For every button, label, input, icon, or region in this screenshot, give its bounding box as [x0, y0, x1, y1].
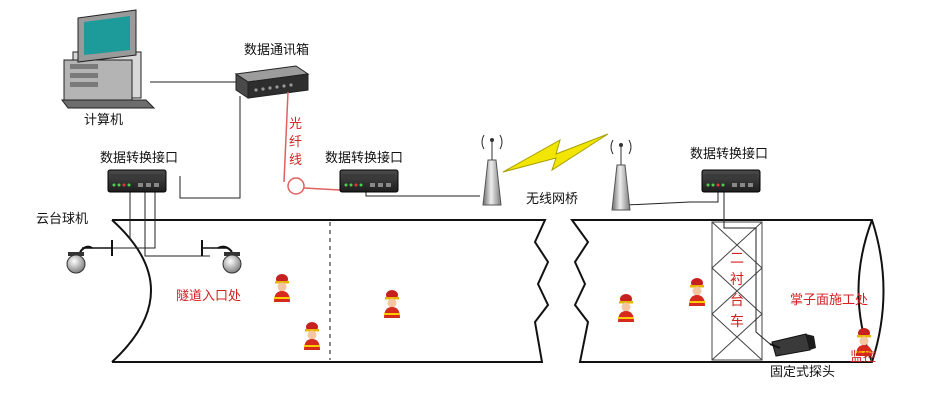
converter-2-label: 数据转换接口	[325, 150, 403, 166]
lightning-icon	[502, 133, 609, 173]
tunnel-right-segment	[570, 219, 885, 363]
worker-icon	[304, 322, 320, 350]
wireless-tower-left	[481, 134, 503, 206]
ptz-camera-left	[66, 240, 113, 274]
wireless-bridge-label: 无线网桥	[526, 192, 578, 207]
worker-icon	[689, 278, 705, 306]
data-converter-2	[339, 169, 399, 193]
fiber-label-3: 线	[289, 153, 302, 168]
wireless-tower-right	[610, 139, 632, 211]
lining-trolley	[711, 221, 763, 361]
fiber-label-1: 光	[289, 117, 302, 132]
computer	[61, 9, 156, 109]
fixed-camera-label: 固定式探头	[770, 365, 835, 380]
fiber-label-2: 纤	[289, 135, 302, 150]
worker-icon	[384, 290, 400, 318]
lining-trolley-label-4: 车	[730, 313, 744, 330]
data-converter-1	[107, 169, 167, 193]
worker-icon	[618, 294, 634, 322]
computer-label: 计算机	[84, 113, 123, 128]
lining-trolley-label-3: 台	[730, 293, 744, 309]
lining-trolley-label-2: 衬	[730, 272, 744, 288]
ptz-camera-label: 云台球机	[36, 212, 88, 227]
fixed-camera	[769, 333, 816, 357]
converter-3-label: 数据转换接口	[690, 146, 768, 162]
data-box-label: 数据通讯箱	[244, 42, 309, 58]
fiber-optic-cable	[283, 91, 341, 195]
network-cables	[112, 81, 771, 345]
data-communication-box	[234, 65, 310, 99]
worker-icon	[274, 274, 290, 302]
tunnel-left-segment	[111, 219, 550, 363]
work-face-label: 掌子面施工处	[790, 293, 868, 308]
data-converter-3	[701, 169, 761, 193]
converter-1-label: 数据转换接口	[100, 150, 178, 166]
lining-trolley-label-1: 二	[730, 251, 744, 267]
corner-mark-label: 监控	[850, 350, 876, 365]
tunnel-entrance-label: 隧道入口处	[176, 288, 241, 304]
ptz-camera-right	[201, 240, 242, 274]
